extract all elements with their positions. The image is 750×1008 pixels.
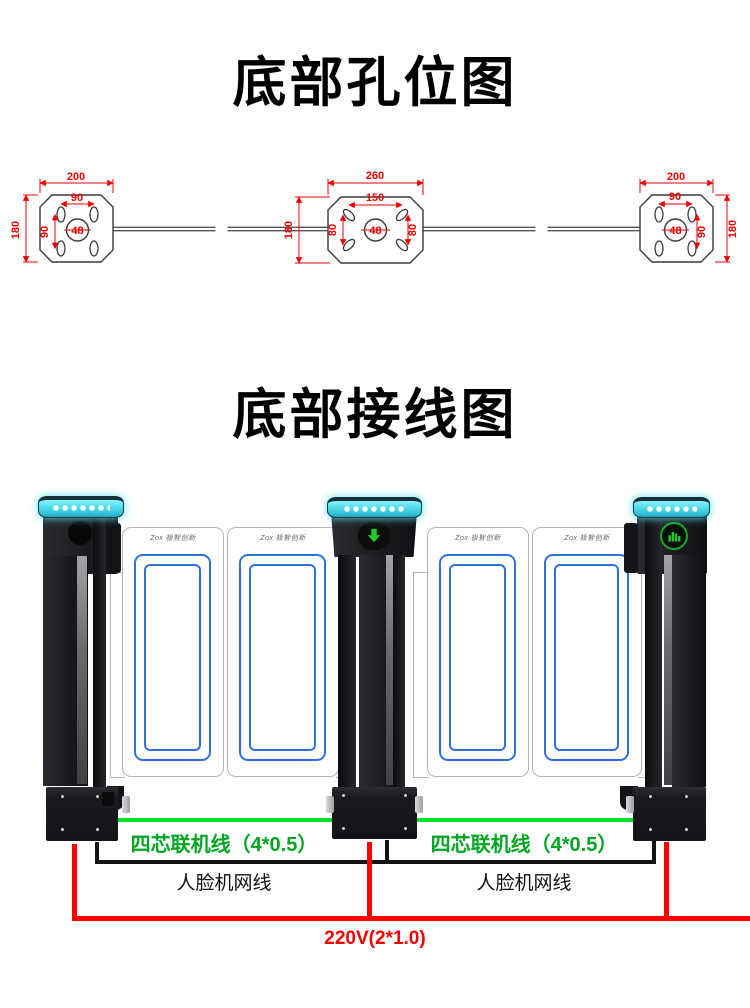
swing-arm-post — [645, 519, 662, 807]
dim-right-slot-h: 90 — [669, 191, 681, 203]
hole-position-diagram: 200 180 90 90 48 260 150 — [10, 170, 739, 264]
power-cable-drop-middle — [367, 842, 372, 920]
direction-indicator — [358, 522, 390, 550]
panel-blue-outline — [239, 554, 326, 761]
dim-mid-slot-h: 150 — [366, 192, 384, 204]
led-dots-icon — [342, 505, 407, 513]
panel-blue-inner-outline — [449, 564, 506, 751]
screw-icon — [649, 795, 652, 798]
machine-column — [672, 555, 706, 787]
power-cable-drop-left — [72, 844, 77, 920]
led-dots-icon — [646, 505, 697, 513]
dim-mid-width: 260 — [366, 170, 384, 182]
base-plate-right: 200 180 90 90 48 — [639, 171, 739, 263]
network-cable-drop-left — [95, 842, 99, 864]
base-mount-tab — [326, 796, 334, 813]
screw-icon — [96, 828, 99, 831]
screw-icon — [404, 827, 407, 830]
screw-icon — [96, 795, 99, 798]
dim-right-width: 200 — [667, 171, 685, 183]
screw-icon — [404, 794, 407, 797]
machine-base — [626, 787, 706, 841]
screw-icon — [342, 794, 345, 797]
network-cable-label: 人脸机网线 — [176, 873, 272, 894]
brand-logo: Zox 极智创新 — [260, 535, 306, 542]
base-mount-tab — [626, 796, 634, 813]
machine-base — [46, 787, 130, 841]
brand-logo: Zox 极智创新 — [150, 535, 196, 542]
green-down-arrow-icon — [367, 528, 381, 543]
link-cable-label: 四芯联机线（4*0.5） — [130, 834, 318, 856]
swing-arm-post — [93, 518, 106, 806]
network-cable-label: 人脸机网线 — [476, 873, 572, 894]
led-cap — [38, 496, 124, 518]
dim-right-center-hole: 48 — [669, 225, 681, 237]
panel-blue-inner-outline — [554, 564, 619, 751]
column-highlight — [664, 555, 672, 785]
dim-mid-slot-right: 80 — [407, 224, 419, 236]
panel-blue-outline — [439, 554, 516, 761]
screw-icon — [61, 795, 64, 798]
power-cable-drop-right — [664, 842, 669, 920]
link-cable-label: 四芯联机线（4*0.5） — [430, 834, 618, 856]
led-dots-icon — [52, 504, 110, 512]
turnstile-left — [38, 496, 130, 845]
network-cable-run — [95, 860, 656, 864]
power-cable-run — [72, 916, 750, 921]
brand-logo: Zox 极智创新 — [564, 535, 610, 542]
screw-icon — [342, 827, 345, 830]
machine-base — [326, 787, 423, 839]
panel-blue-inner-outline — [144, 564, 201, 751]
panel-blue-outline — [544, 554, 629, 761]
face-camera-icon — [68, 521, 92, 545]
base-plate-left: 200 180 90 90 48 — [10, 171, 114, 263]
dim-mid-height: 180 — [283, 221, 295, 239]
gate-wing-panel: Zox 极智创新 — [227, 527, 339, 777]
dim-mid-center-hole: 48 — [369, 225, 381, 237]
dim-left-width: 200 — [67, 171, 85, 183]
link-cable-left — [115, 818, 335, 822]
base-mount-tab — [415, 796, 423, 813]
network-cable-drop-middle — [385, 840, 389, 864]
gate-panel-ext — [413, 572, 429, 778]
green-bars-icon — [668, 532, 681, 542]
dim-right-height: 180 — [727, 220, 739, 238]
hole-diagram-title: 底部孔位图 — [232, 53, 518, 113]
dim-mid-slot-left: 80 — [327, 224, 339, 236]
screw-icon — [61, 828, 64, 831]
swing-arm-post-right — [393, 555, 405, 805]
status-indicator — [660, 522, 688, 550]
power-cable-label: 220V(2*1.0) — [324, 928, 426, 949]
led-cap — [327, 497, 422, 518]
gate-wing-panel: Zox 极智创新 — [532, 527, 642, 777]
dim-left-height: 180 — [10, 221, 22, 239]
wiring-diagram-title: 底部接线图 — [232, 385, 518, 445]
dim-left-slot-v: 90 — [39, 226, 51, 238]
gate-wing-panel: Zox 极智创新 — [122, 527, 224, 777]
gate-hinge-top — [107, 523, 121, 573]
panel-blue-inner-outline — [249, 564, 316, 751]
screw-icon — [685, 828, 688, 831]
base-plate-middle: 260 150 180 80 80 48 — [283, 170, 424, 264]
link-cable-right — [415, 818, 640, 822]
screw-icon — [649, 828, 652, 831]
gate-hinge-top — [624, 523, 638, 573]
swing-arm-post-left — [338, 555, 356, 805]
column-highlight — [77, 556, 87, 784]
base-mount-tab — [122, 796, 130, 813]
gate-wing-panel: Zox 极智创新 — [427, 527, 529, 777]
base-port — [102, 792, 114, 806]
column-highlight — [386, 555, 394, 785]
panel-blue-outline — [134, 554, 211, 761]
dim-left-slot-h: 90 — [71, 192, 83, 204]
dim-left-center-hole: 48 — [71, 225, 83, 237]
led-cap — [633, 497, 710, 518]
brand-logo: Zox 极智创新 — [455, 535, 501, 542]
dim-right-slot-v: 90 — [696, 226, 708, 238]
turnstile-middle — [326, 497, 423, 842]
swing-arm-lines — [112, 226, 641, 232]
network-cable-drop-right — [652, 840, 656, 864]
turnstile-right — [620, 497, 710, 843]
screw-icon — [685, 795, 688, 798]
